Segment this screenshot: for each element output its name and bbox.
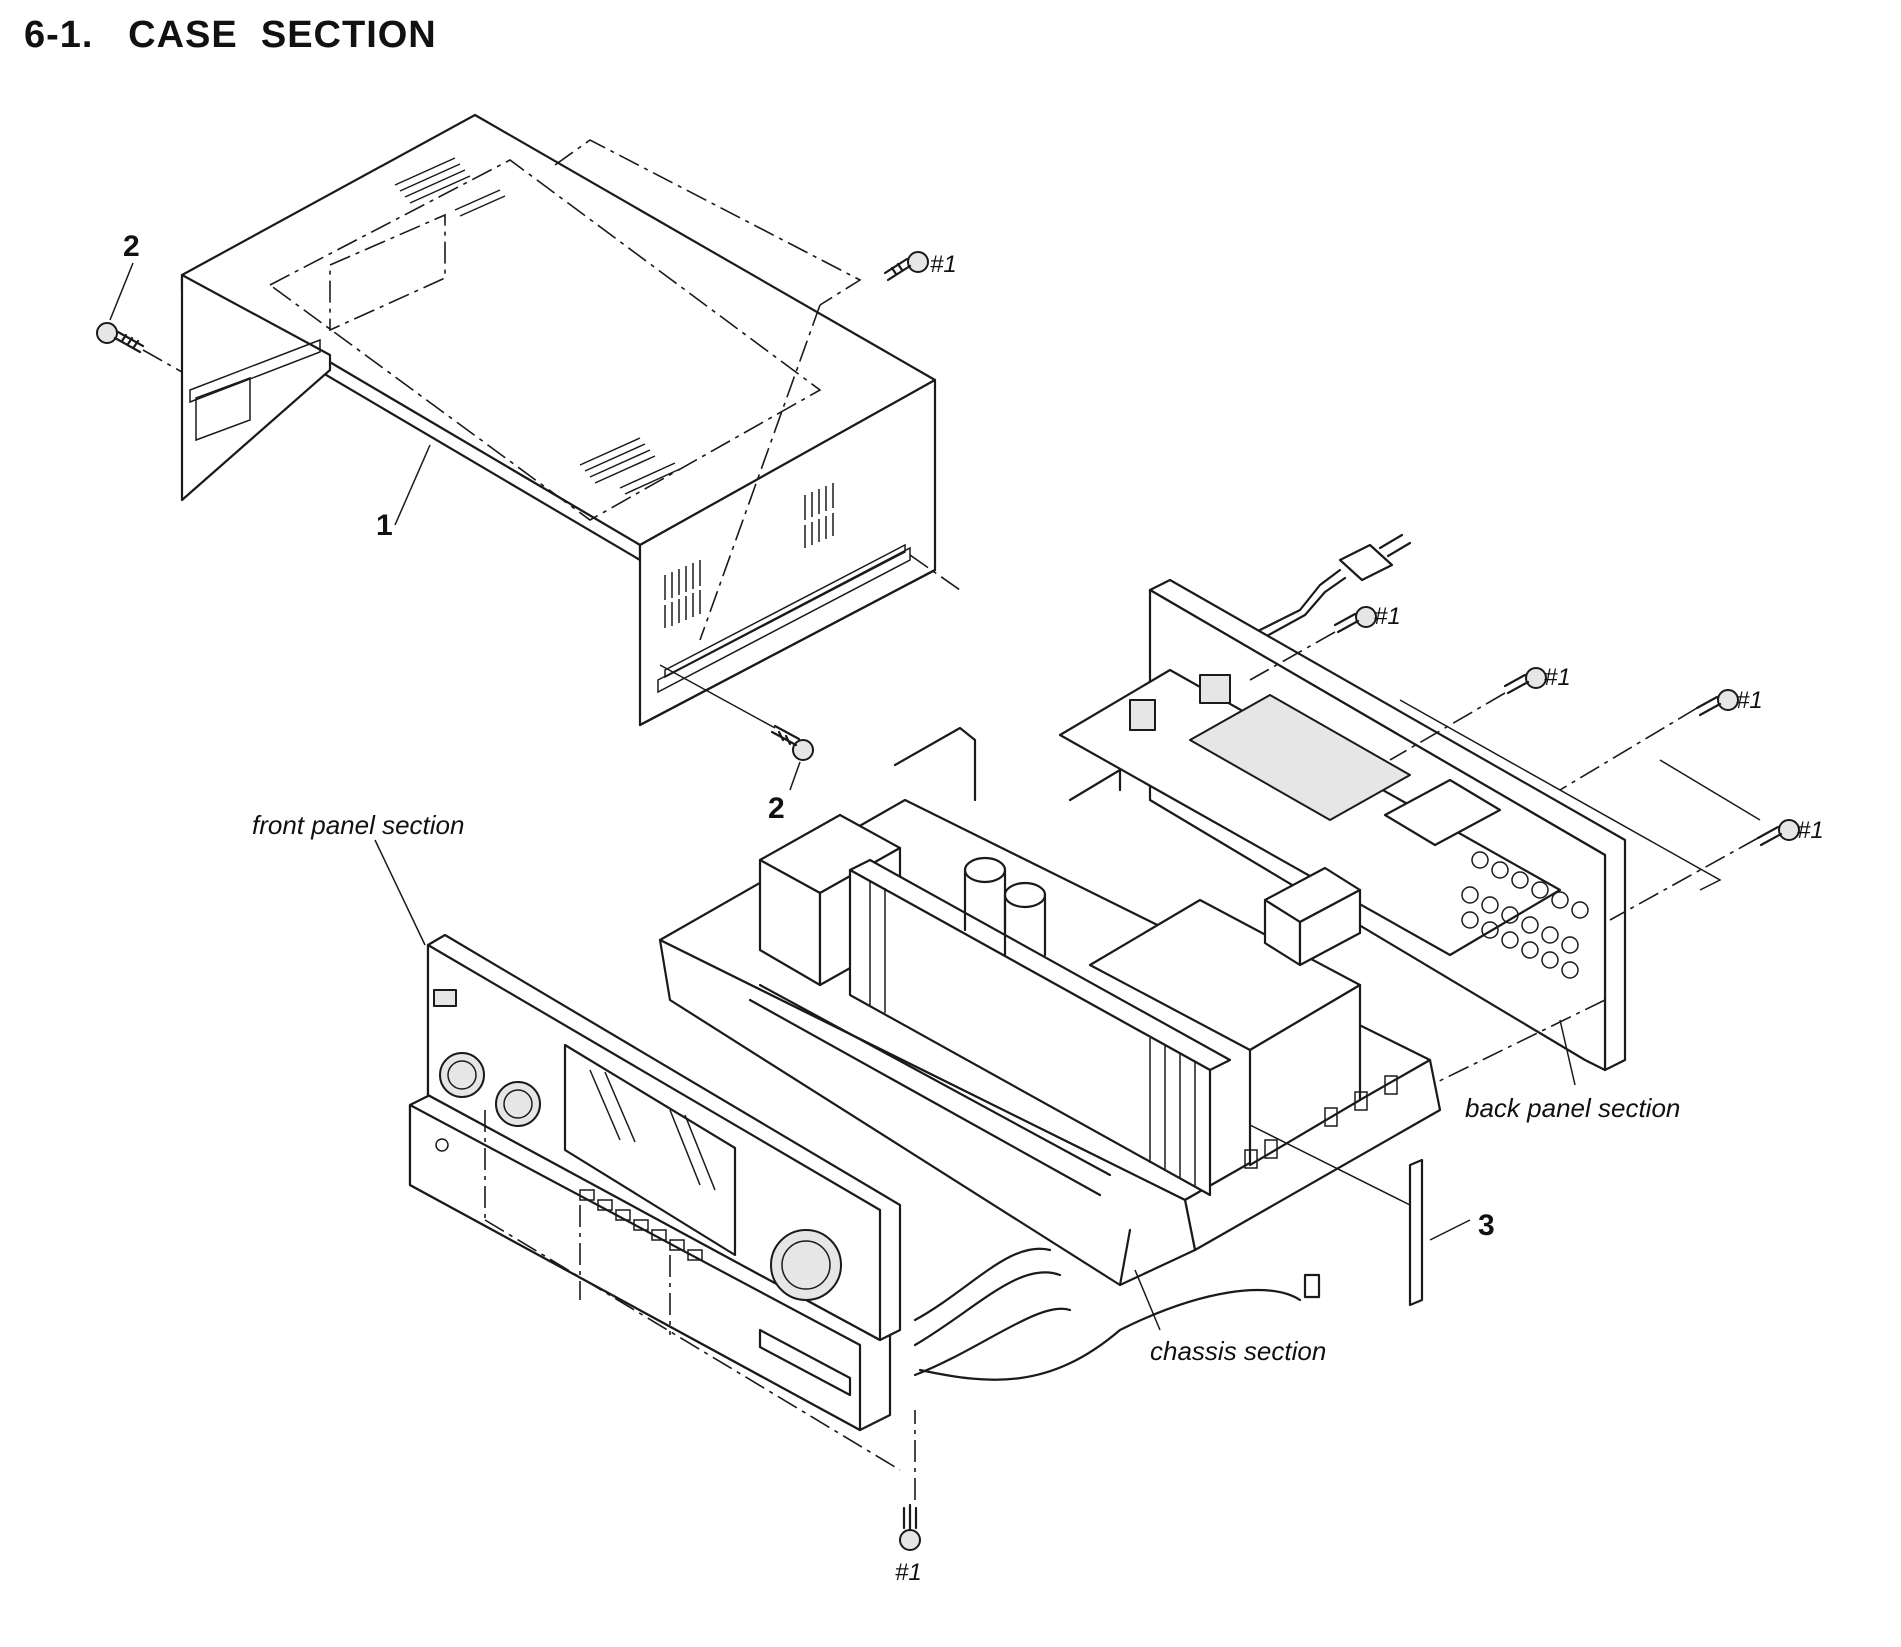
- label-back-panel-section: back panel section: [1465, 1093, 1680, 1123]
- display-window-icon: [563, 1043, 737, 1257]
- screw-ref-back-4: #1: [1797, 817, 1824, 844]
- callout-part-2-left: 2: [123, 230, 140, 263]
- callout-part-3: 3: [1478, 1209, 1495, 1242]
- page-title: 6-1. CASE SECTION: [24, 14, 437, 56]
- back-panel-assembly: [1058, 578, 1761, 1111]
- knob-icon: [439, 1052, 842, 1301]
- callout-part-2-bottom: 2: [768, 792, 785, 825]
- front-panel-assembly: [408, 933, 902, 1471]
- screw-ref-back-3: #1: [1736, 687, 1763, 714]
- screw-ref-back-2: #1: [1544, 664, 1571, 691]
- label-strip-part-3: [1249, 1124, 1424, 1307]
- top-cover: [180, 113, 961, 727]
- label-front-panel-section: front panel section: [252, 810, 464, 840]
- screw-ref-back-1: #1: [1374, 603, 1401, 630]
- callout-part-1: 1: [376, 509, 393, 542]
- chassis-assembly: [658, 726, 1442, 1381]
- screw-ref-top-right: #1: [930, 251, 957, 278]
- label-chassis-section: chassis section: [1150, 1336, 1326, 1366]
- screw-ref-bottom: #1: [895, 1559, 922, 1586]
- power-plug-icon: [1258, 533, 1412, 639]
- screw-icon: [96, 251, 1800, 1551]
